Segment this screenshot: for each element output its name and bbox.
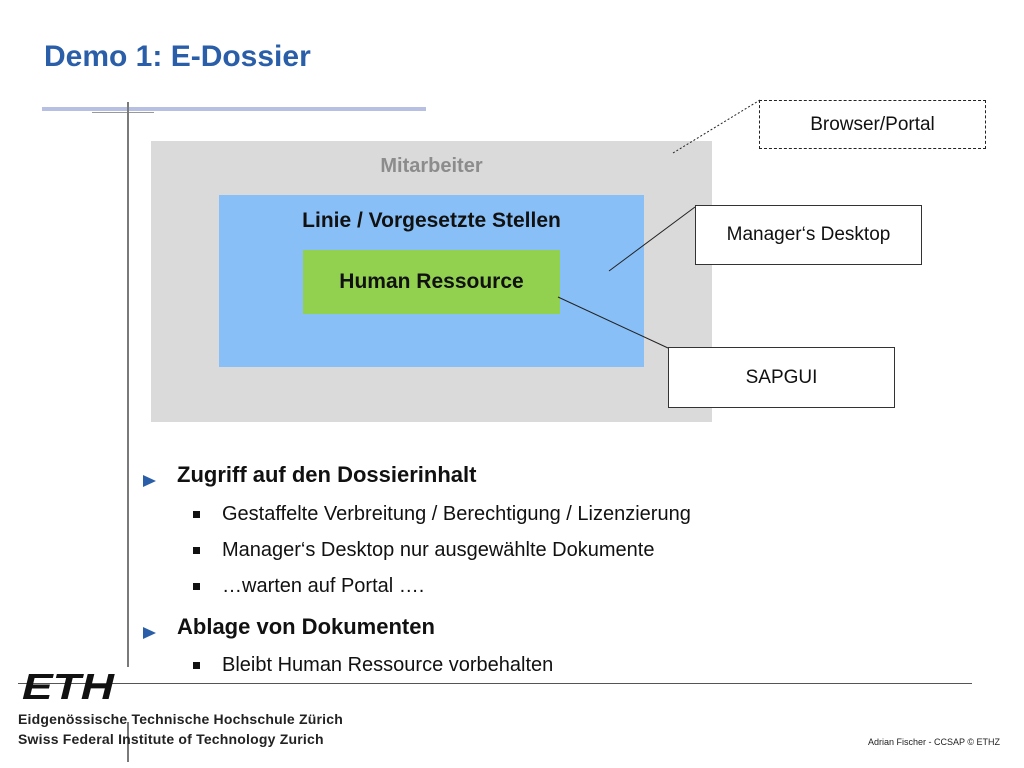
sub-bullet: Manager‘s Desktop nur ausgewählte Dokume… [222, 539, 655, 561]
sub-bullet: Bleibt Human Ressource vorbehalten [222, 654, 554, 676]
eth-logo: ETH [22, 669, 115, 703]
slide-credit: Adrian Fischer - CCSAP © ETHZ [868, 737, 1000, 747]
sapgui-callout: SAPGUI [668, 347, 895, 408]
institution-english: Swiss Federal Institute of Technology Zu… [18, 731, 324, 747]
bullet-square-icon [193, 547, 200, 554]
title-underline [42, 107, 426, 111]
browser-portal-label: Browser/Portal [810, 113, 935, 135]
bullet-arrow-icon [143, 475, 156, 487]
bullet-square-icon [193, 583, 200, 590]
sapgui-label: SAPGUI [745, 366, 818, 388]
institution-german: Eidgenössische Technische Hochschule Zür… [18, 711, 343, 727]
linie-label: Linie / Vorgesetzte Stellen [302, 209, 561, 232]
sub-bullet: …warten auf Portal …. [222, 575, 425, 597]
bullet-zugriff: Zugriff auf den Dossierinhalt [177, 462, 477, 487]
managers-desktop-label: Manager‘s Desktop [726, 224, 891, 245]
managers-desktop-callout: Manager‘s Desktop [695, 205, 922, 265]
human-ressource-box: Human Ressource [303, 250, 560, 314]
slide-title: Demo 1: E-Dossier [44, 40, 311, 73]
browser-portal-callout: Browser/Portal [759, 100, 986, 149]
sub-bullet: Gestaffelte Verbreitung / Berechtigung /… [222, 503, 691, 525]
bullet-ablage: Ablage von Dokumenten [177, 614, 435, 639]
vertical-rule-lower [127, 722, 129, 762]
bullet-square-icon [193, 662, 200, 669]
decorative-tick [92, 112, 154, 113]
human-ressource-label: Human Ressource [339, 270, 524, 293]
eth-logo-text: ETH [22, 669, 115, 703]
bullet-arrow-icon [143, 627, 156, 639]
footer-rule [18, 683, 972, 684]
bullet-square-icon [193, 511, 200, 518]
vertical-rule [127, 102, 129, 667]
mitarbeiter-label: Mitarbeiter [380, 155, 483, 177]
